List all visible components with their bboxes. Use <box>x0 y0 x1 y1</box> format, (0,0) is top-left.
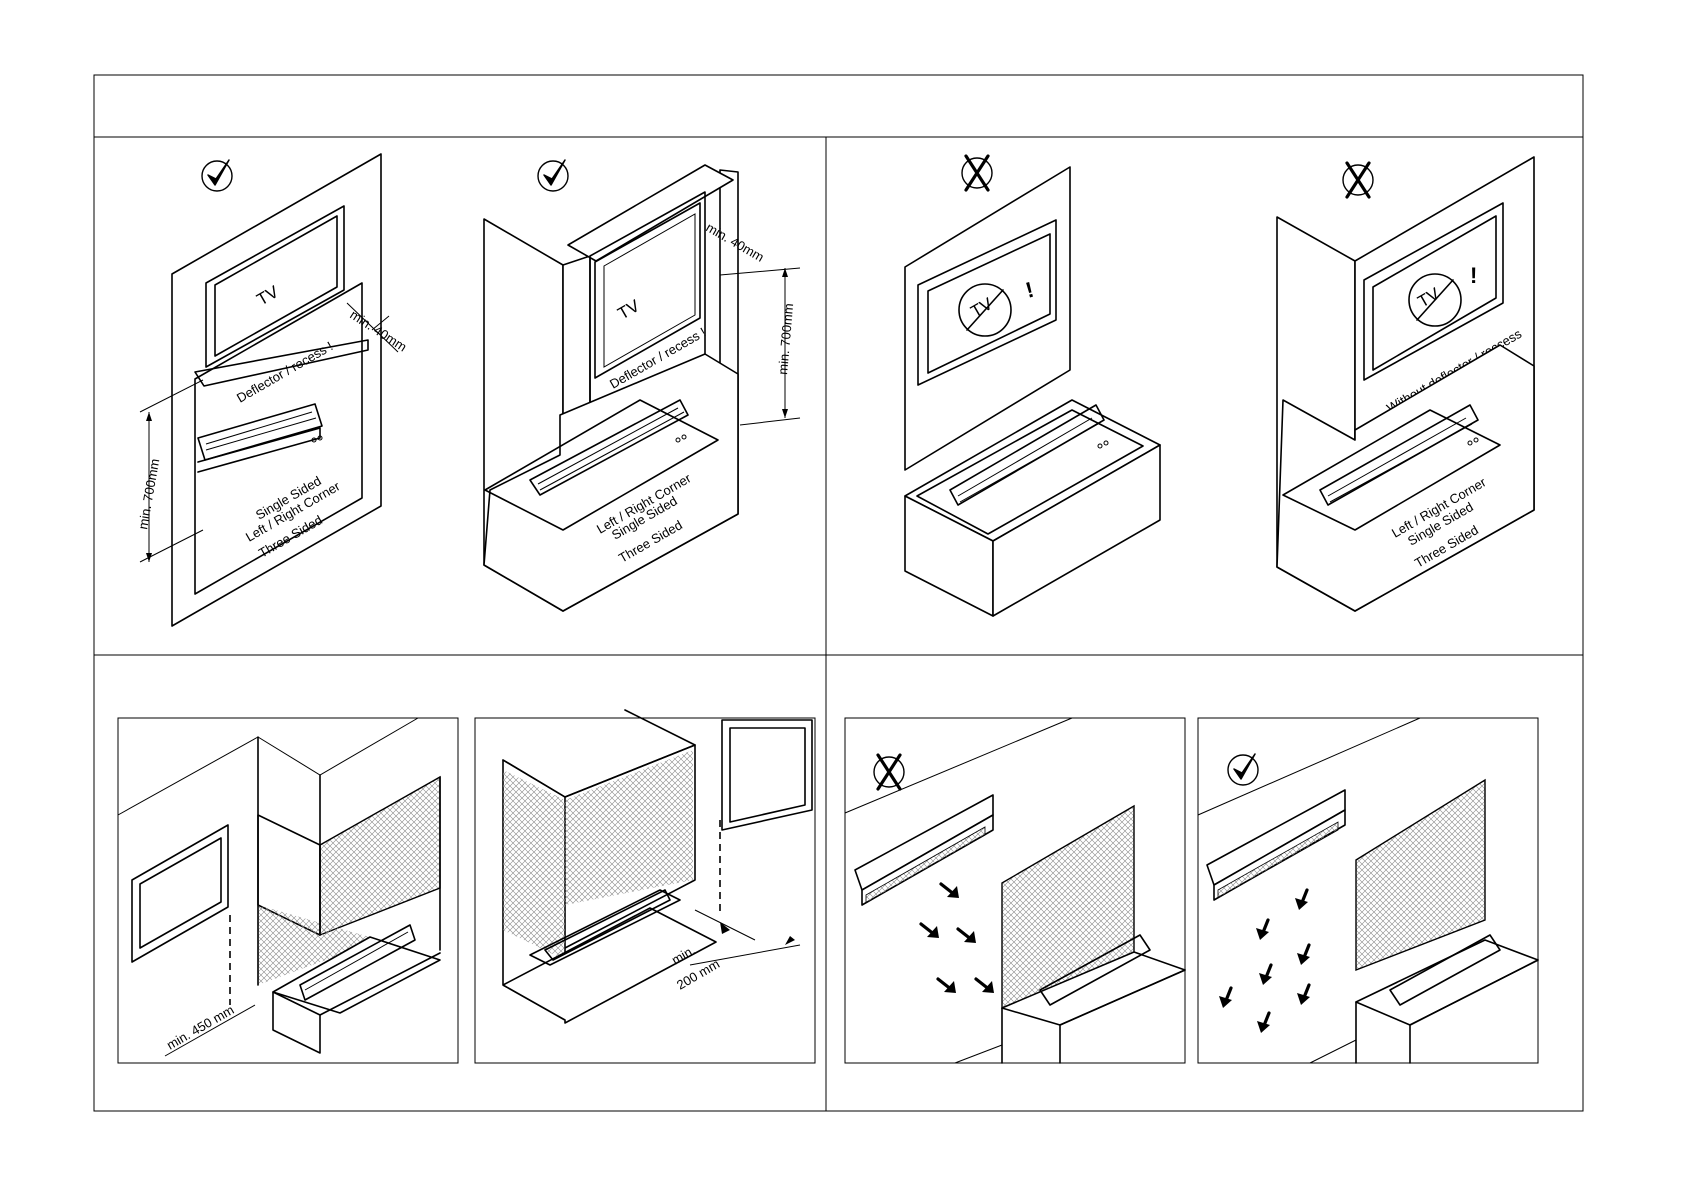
warning-exclaim: ! <box>1470 263 1477 288</box>
arrow-icon <box>958 929 976 943</box>
check-mark-icon <box>1228 754 1258 785</box>
cross-mark-icon <box>874 755 904 789</box>
min-700-label: min. 700mm <box>775 303 796 376</box>
arrow-icon <box>1257 1013 1270 1033</box>
cross-mark-icon <box>962 156 992 190</box>
arrow-icon <box>1219 988 1232 1008</box>
panel-airflow-bad <box>845 718 1185 1063</box>
min-450-label: min. 450 mm <box>164 1002 237 1053</box>
arrow-icon <box>976 979 994 993</box>
panel-wall-with-deflector: TV Deflector / recess ! Single Sided Lef… <box>135 154 409 626</box>
arrow-icon <box>938 979 956 993</box>
panel-clearance-200: min. 200 mm <box>475 710 815 1063</box>
arrow-icon <box>921 924 939 938</box>
panel-niche-with-recess: TV Deflector / recess ! Left / Right Cor… <box>484 160 800 611</box>
panel-clearance-450: min. 450 mm <box>118 718 458 1063</box>
arrow-icon <box>1256 920 1269 940</box>
panel-airflow-ok <box>1198 718 1538 1063</box>
arrow-icon <box>1259 965 1272 985</box>
panel-wall-no-recess: TV ! <box>905 156 1160 616</box>
arrow-icon <box>1295 890 1308 910</box>
check-mark-icon <box>202 160 232 191</box>
panel-niche-no-deflector: TV ! Without deflector / reccess Left / … <box>1277 157 1534 611</box>
tv-label: TV <box>615 296 644 324</box>
min-700-label: min. 700mm <box>135 457 162 530</box>
arrow-icon <box>1297 945 1310 965</box>
cross-mark-icon <box>1343 163 1373 197</box>
check-mark-icon <box>538 160 568 191</box>
arrow-icon <box>1297 985 1310 1005</box>
arrow-icon <box>941 884 959 898</box>
